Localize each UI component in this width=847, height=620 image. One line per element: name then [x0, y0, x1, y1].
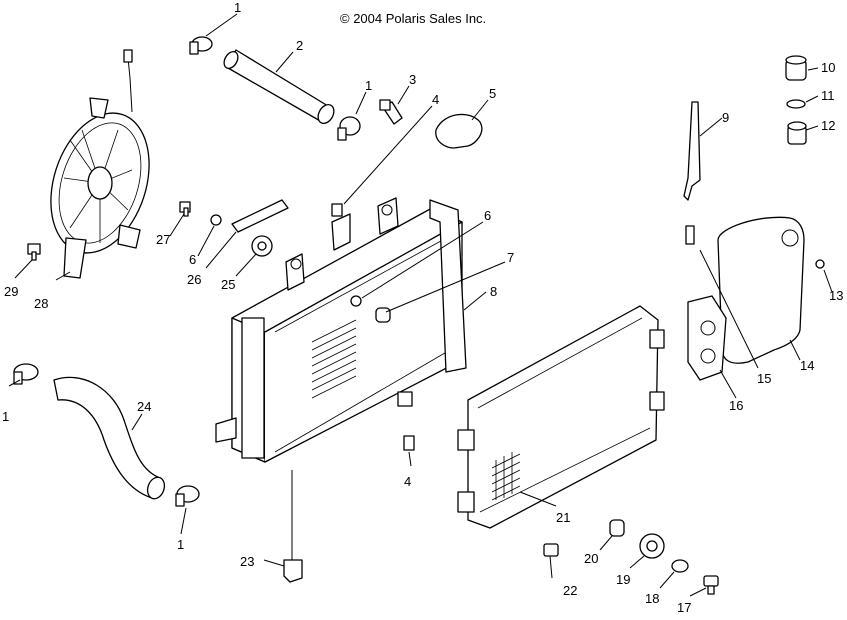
- callout-24: 24: [137, 399, 151, 414]
- mounting-plate: [687, 295, 727, 381]
- callout-4-top: 4: [432, 92, 439, 107]
- callout-17: 17: [677, 600, 691, 615]
- radiator-core-grid: [311, 319, 357, 399]
- callout-1-top: 1: [234, 0, 241, 15]
- callout-22: 22: [563, 583, 577, 598]
- callout-1-mid: 1: [365, 78, 372, 93]
- callout-18: 18: [645, 591, 659, 606]
- tube-fitting: [685, 225, 695, 245]
- drain-fitting: [283, 559, 303, 583]
- hose-clamp-left: [13, 363, 39, 385]
- screw: [815, 259, 825, 269]
- callout-26: 26: [187, 272, 201, 287]
- o-ring: [786, 99, 806, 109]
- clip: [331, 203, 343, 217]
- callout-8: 8: [490, 284, 497, 299]
- callout-9: 9: [722, 110, 729, 125]
- bolt-left: [27, 243, 41, 261]
- callout-1-bottom: 1: [177, 537, 184, 552]
- fitting: [379, 99, 403, 125]
- callout-12: 12: [821, 118, 835, 133]
- callout-5: 5: [489, 86, 496, 101]
- callout-1-left: 1: [2, 409, 9, 424]
- hose-clamp-bottom: [175, 485, 200, 507]
- hose-clamp-top: [189, 36, 213, 55]
- callout-11: 11: [821, 88, 835, 103]
- callout-14: 14: [800, 358, 814, 373]
- callout-23: 23: [240, 554, 254, 569]
- callout-16: 16: [729, 398, 743, 413]
- callout-20: 20: [584, 551, 598, 566]
- callout-6-right: 6: [484, 208, 491, 223]
- callout-10: 10: [821, 60, 835, 75]
- bushing: [375, 307, 391, 323]
- grommet: [251, 235, 273, 257]
- spacer: [609, 519, 625, 537]
- callout-2: 2: [296, 38, 303, 53]
- reservoir-cap: [785, 55, 807, 81]
- bolt-bottom: [543, 543, 559, 557]
- washer-small: [210, 214, 222, 226]
- reservoir-neck: [787, 121, 807, 145]
- callout-7: 7: [507, 250, 514, 265]
- upper-hose: [223, 49, 335, 124]
- callout-25: 25: [221, 277, 235, 292]
- callout-28: 28: [34, 296, 48, 311]
- callout-3: 3: [409, 72, 416, 87]
- reservoir-inlet: [781, 229, 799, 247]
- hose-clamp-mid: [337, 116, 361, 141]
- bolt-right: [703, 575, 719, 595]
- radiator-cap: [435, 113, 483, 149]
- callout-13: 13: [829, 288, 843, 303]
- callout-21: 21: [556, 510, 570, 525]
- mount-bushing: [639, 533, 665, 559]
- strap-bracket: [231, 199, 289, 233]
- clip-lower: [403, 435, 415, 451]
- fan-assembly: [50, 49, 150, 279]
- callout-6-left: 6: [189, 252, 196, 267]
- callout-4-bottom: 4: [404, 474, 411, 489]
- callout-27: 27: [156, 232, 170, 247]
- radiator: [215, 197, 463, 463]
- coolant-reservoir: [717, 216, 805, 364]
- flat-washer: [671, 559, 689, 573]
- callout-15: 15: [757, 371, 771, 386]
- copyright-notice: © 2004 Polaris Sales Inc.: [340, 11, 486, 26]
- overflow-tube: [683, 101, 701, 201]
- bolt: [179, 201, 191, 217]
- leader-lines: [8, 13, 833, 597]
- washer: [350, 295, 362, 307]
- callout-29: 29: [4, 284, 18, 299]
- shroud-vent-grid: [491, 452, 521, 501]
- shroud: [457, 305, 665, 529]
- lower-hose: [53, 376, 166, 500]
- callout-19: 19: [616, 572, 630, 587]
